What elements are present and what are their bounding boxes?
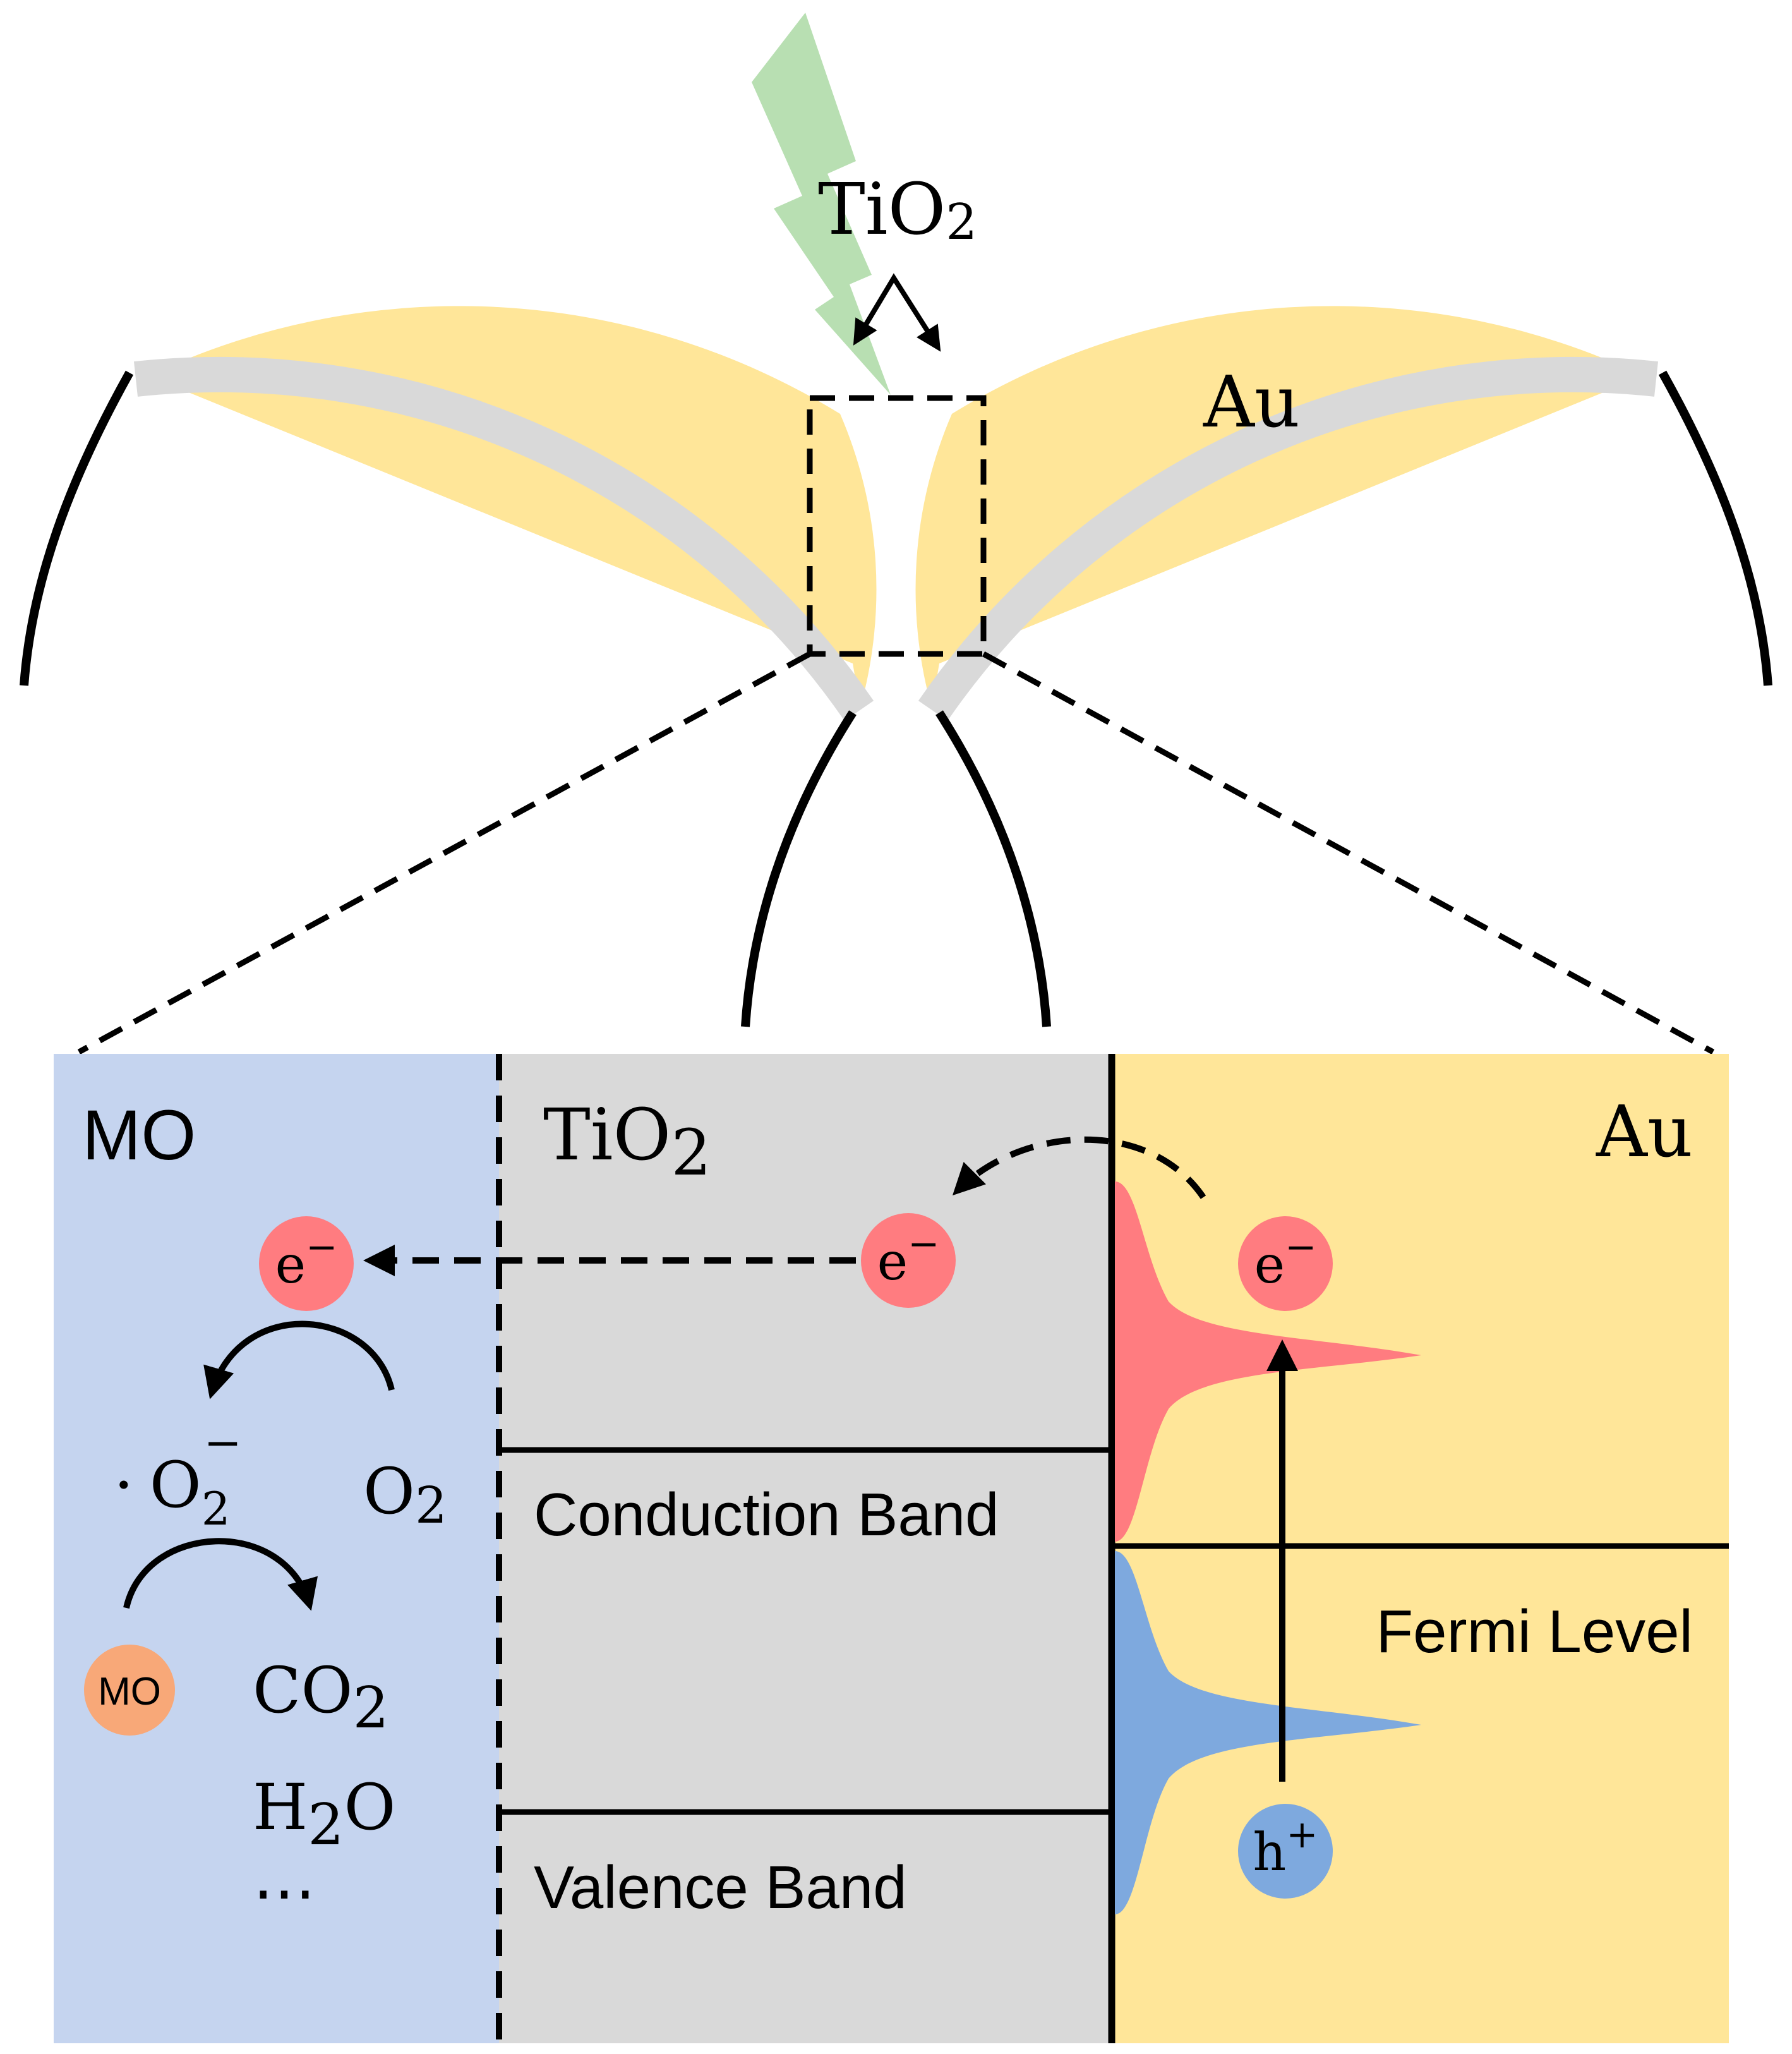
conduction-band-label: Conduction Band — [534, 1481, 999, 1549]
zoom-line-left — [77, 651, 812, 1054]
zoom-line-right — [982, 651, 1715, 1054]
top-au-label: Au — [1203, 361, 1300, 444]
superoxide-radical: ·O2− — [114, 1416, 242, 1535]
product-ellipsis: ⋯ — [253, 1856, 316, 1930]
gold-wedge-fill-left — [148, 306, 877, 708]
tio2-region-label: TiO2 — [543, 1094, 711, 1190]
particle-outline-right-bottom — [935, 710, 1051, 1027]
gold-wedge-fill-right — [915, 306, 1644, 708]
svg-text:e−: e− — [877, 1222, 940, 1292]
au-nanoparticle-right — [915, 306, 1772, 1027]
product-co2: CO2 — [253, 1653, 389, 1741]
svg-text:e−: e− — [1254, 1225, 1317, 1295]
au-nanoparticle-left — [20, 306, 877, 1027]
particle-outline-left-top — [20, 370, 134, 686]
valence-band-label: Valence Band — [534, 1854, 907, 1921]
top-tio2-label: TiO2 — [818, 169, 977, 251]
degradation-arrow — [123, 1538, 318, 1611]
oxygen-reduction-arrow — [203, 1320, 395, 1399]
svg-text:e−: e− — [275, 1225, 338, 1295]
mo-electron: e− — [259, 1216, 354, 1311]
electron-injection-arrow — [952, 1136, 1206, 1199]
mo-region-label: MO — [82, 1096, 196, 1175]
tio2-region — [499, 1054, 1109, 2043]
light-bolt-icon — [752, 13, 891, 395]
particle-outline-right-top — [1658, 370, 1772, 686]
mo-molecule: MO — [84, 1645, 175, 1736]
tio2-shell-right — [918, 356, 1658, 721]
tio2-shell-left — [134, 356, 874, 721]
particle-outline-left-bottom — [741, 710, 857, 1027]
mo-region — [54, 1054, 499, 2043]
tio2-electron: e− — [861, 1213, 956, 1308]
fermi-level-label: Fermi Level — [1376, 1598, 1693, 1665]
au-hole: h+ — [1238, 1804, 1333, 1899]
product-h2o: H2O — [253, 1770, 395, 1858]
hot-hole-distribution — [1115, 1551, 1421, 1914]
au-electron: e− — [1238, 1216, 1333, 1311]
au-region-label: Au — [1596, 1091, 1693, 1173]
oxygen-molecule: O2 — [363, 1454, 447, 1535]
zoom-box — [807, 395, 987, 657]
tio2-pointer-arrows — [853, 273, 941, 352]
svg-text:h+: h+ — [1253, 1813, 1318, 1883]
svg-text:MO: MO — [98, 1670, 161, 1713]
